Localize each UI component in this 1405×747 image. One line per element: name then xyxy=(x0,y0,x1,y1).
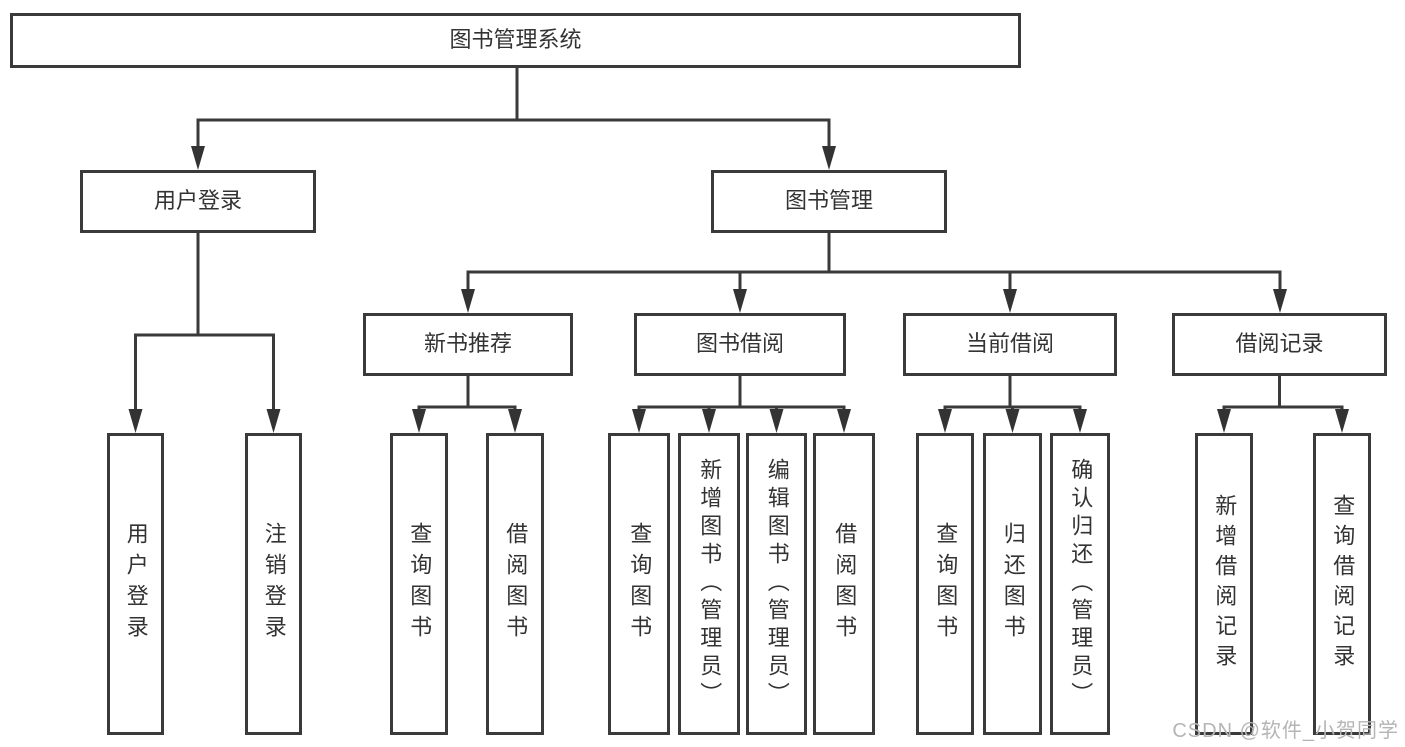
node-leaf-query-books-3-label: 查询图书 xyxy=(933,522,959,646)
node-leaf-query-books-1: 查询图书 xyxy=(390,433,448,735)
node-leaf-edit-books-admin: 编辑图书（管理员） xyxy=(746,433,807,735)
node-leaf-logout: 注销登录 xyxy=(245,433,302,735)
node-book-borrow: 图书借阅 xyxy=(634,313,846,376)
node-current-borrow: 当前借阅 xyxy=(903,313,1117,376)
node-book-management: 图书管理 xyxy=(711,170,947,233)
connector-book-borrow-children xyxy=(632,376,851,433)
node-leaf-borrow-books-1-label: 借阅图书 xyxy=(503,522,529,646)
node-new-book-recommend: 新书推荐 xyxy=(363,313,573,376)
csdn-watermark: CSDN @软件_小贺同学 xyxy=(1172,720,1399,742)
node-leaf-add-books-admin-label: 新增图书（管理员） xyxy=(697,458,723,710)
node-leaf-add-borrow-record: 新增借阅记录 xyxy=(1195,433,1253,735)
node-borrow-records: 借阅记录 xyxy=(1172,313,1387,376)
node-leaf-query-books-2-label: 查询图书 xyxy=(627,522,653,646)
connector-current-borrow-children xyxy=(938,376,1087,433)
connector-new-book-recommend-children xyxy=(412,376,522,433)
node-current-borrow-label: 当前借阅 xyxy=(965,331,1054,357)
node-leaf-borrow-books-1: 借阅图书 xyxy=(486,433,544,735)
node-leaf-add-borrow-record-label: 新增借阅记录 xyxy=(1212,494,1238,674)
connector-root-to-level2 xyxy=(191,68,836,170)
node-user-login: 用户登录 xyxy=(80,170,316,233)
node-root: 图书管理系统 xyxy=(10,13,1021,68)
node-user-login-label: 用户登录 xyxy=(153,188,242,214)
node-leaf-query-borrow-record: 查询借阅记录 xyxy=(1313,433,1371,735)
connector-user-login-children xyxy=(128,233,281,433)
node-leaf-edit-books-admin-label: 编辑图书（管理员） xyxy=(764,458,790,710)
node-leaf-query-books-1-label: 查询图书 xyxy=(407,522,433,646)
node-leaf-logout-label: 注销登录 xyxy=(261,522,287,646)
node-book-management-label: 图书管理 xyxy=(784,188,873,214)
node-borrow-records-label: 借阅记录 xyxy=(1235,331,1324,357)
node-leaf-query-borrow-record-label: 查询借阅记录 xyxy=(1330,494,1356,674)
node-leaf-borrow-books-2-label: 借阅图书 xyxy=(832,522,858,646)
node-root-label: 图书管理系统 xyxy=(449,27,582,53)
node-leaf-confirm-return-admin-label: 确认归还（管理员） xyxy=(1068,458,1094,710)
node-leaf-add-books-admin: 新增图书（管理员） xyxy=(678,433,740,735)
node-leaf-user-login-label: 用户登录 xyxy=(123,522,149,646)
node-leaf-query-books-3: 查询图书 xyxy=(916,433,974,735)
node-leaf-confirm-return-admin: 确认归还（管理员） xyxy=(1050,433,1110,735)
connector-book-management-children xyxy=(461,233,1287,313)
node-leaf-return-books-label: 归还图书 xyxy=(1000,522,1026,646)
node-leaf-query-books-2: 查询图书 xyxy=(608,433,670,735)
node-leaf-user-login: 用户登录 xyxy=(107,433,164,735)
node-new-book-recommend-label: 新书推荐 xyxy=(423,331,512,357)
node-leaf-return-books: 归还图书 xyxy=(983,433,1042,735)
node-leaf-borrow-books-2: 借阅图书 xyxy=(813,433,875,735)
node-book-borrow-label: 图书借阅 xyxy=(695,331,784,357)
connector-borrow-records-children xyxy=(1217,376,1349,433)
